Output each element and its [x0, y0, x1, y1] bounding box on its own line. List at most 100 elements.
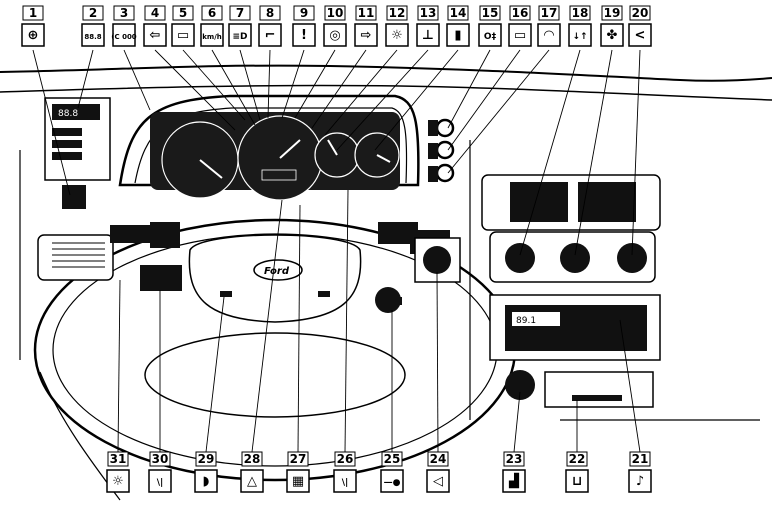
ignition-key-icon: —● — [384, 478, 401, 488]
callout-number: 5 — [179, 6, 187, 20]
callout-9: 9! — [292, 5, 316, 47]
callout-number: 27 — [290, 452, 307, 466]
bottom-callout-row: 31 ☼ 30 \| 29 ◗ 28 △ 27 ▦ 26 \| 25 —● 24 ◁ 23 ▟ 22 ⊔ 21 ♪ — [106, 451, 652, 493]
wiper-switch-icon: \| — [342, 478, 349, 488]
temperature-control-icon: ↓↑ — [572, 32, 587, 42]
callout-15: 15O‡ — [478, 5, 502, 47]
callout-number: 13 — [420, 6, 437, 20]
fuel-pump-icon: ▮ — [454, 28, 461, 43]
heated-windscreen-icon: ◠ — [544, 28, 554, 43]
callout-number: 21 — [632, 452, 649, 466]
callout-5: 5▭ — [171, 5, 195, 47]
callout-29: 29 ◗ — [194, 451, 218, 493]
ashtray-icon: ⊔ — [572, 474, 582, 489]
speedometer-kmh-icon: km/h — [202, 33, 222, 41]
callout-number: 31 — [110, 452, 127, 466]
callout-number: 18 — [572, 6, 589, 20]
fan-icon: ✤ — [607, 28, 618, 43]
hazard-warning-icon: △ — [247, 474, 257, 489]
callout-number: 7 — [236, 6, 244, 20]
horn-icon: ◗ — [203, 474, 210, 489]
callout-4: 4⇦ — [143, 5, 167, 47]
callout-number: 25 — [384, 452, 401, 466]
callout-10: 10 ◎ — [323, 5, 347, 47]
radio-cassette-icon: ♪ — [636, 474, 644, 489]
callout-number: 19 — [604, 6, 621, 20]
callout-14: 14 ▮ — [446, 5, 470, 47]
callout-22: 22 ⊔ — [565, 451, 589, 493]
callout-number: 23 — [506, 452, 523, 466]
callout-number: 1 — [29, 6, 37, 20]
callout-19: 19 ✤ — [600, 5, 624, 47]
callout-25: 25 —● — [380, 451, 404, 493]
callout-number: 4 — [151, 6, 159, 20]
callout-1: 1⊕ — [21, 5, 45, 47]
callout-number: 15 — [482, 6, 499, 20]
callout-24: 24 ◁ — [426, 451, 450, 493]
callout-17: 17 ◠ — [537, 5, 561, 47]
abs-warning-icon: ◎ — [329, 28, 340, 43]
callout-2: 288.8 — [81, 5, 105, 47]
clock-display: 88.8 — [58, 109, 78, 119]
callout-number: 16 — [512, 6, 529, 20]
main-beam-icon: ≡D — [232, 32, 247, 42]
callout-number: 9 — [300, 6, 308, 20]
callout-number: 24 — [430, 452, 447, 466]
callout-23: 23 ▟ — [502, 451, 526, 493]
side-lights-icon: ☼ — [391, 28, 403, 43]
callout-number: 11 — [358, 6, 375, 20]
ford-logo-text: Ford — [264, 266, 290, 277]
oil-pressure-icon: ⌐ — [265, 28, 276, 43]
callout-number: 12 — [389, 6, 406, 20]
callout-13: 13 ⊥ — [416, 5, 440, 47]
callout-30: 30 \| — [148, 451, 172, 493]
callout-20: 20 < — [628, 5, 652, 47]
digital-display-icon: 88.8 — [84, 33, 101, 41]
callout-number: 29 — [198, 452, 215, 466]
callout-number: 17 — [541, 6, 558, 20]
fog-lamp-icon: ⊕ — [28, 28, 39, 43]
callout-number: 30 — [152, 452, 169, 466]
callout-number: 10 — [327, 6, 344, 20]
callout-number: 26 — [337, 452, 354, 466]
callout-number: 20 — [632, 6, 649, 20]
callout-number: 6 — [208, 6, 216, 20]
rear-fog-lamp-icon: O‡ — [484, 32, 497, 42]
rear-screen-heater-icon: ▦ — [292, 474, 304, 489]
service-indicator-icon: (C 000 — [111, 33, 137, 41]
top-callout-row: 1⊕288.83(C 0004⇦5▭6km/h7≡D8⌐9!10◎11⇨12☼1… — [21, 5, 652, 47]
callout-number: 2 — [89, 6, 97, 20]
callout-26: 26 \| — [333, 451, 357, 493]
callout-number: 14 — [450, 6, 467, 20]
callout-18: 18 ↓↑ — [568, 5, 592, 47]
callout-6: 6 km/h — [200, 5, 224, 47]
turn-right-arrow-icon: ⇨ — [361, 28, 372, 43]
wiper-stalk-icon: \| — [157, 478, 164, 488]
callout-11: 11 ⇨ — [354, 5, 378, 47]
turn-left-arrow-icon: ⇦ — [150, 28, 161, 43]
lighting-switch-icon: ☼ — [112, 474, 124, 489]
callout-number: 22 — [569, 452, 586, 466]
mirror-adjust-icon: ◁ — [433, 474, 443, 489]
callout-number: 28 — [244, 452, 261, 466]
battery-icon: ▭ — [177, 28, 189, 43]
radio-frequency-display: 89.1 — [516, 316, 536, 326]
air-distribution-icon: < — [635, 28, 646, 43]
callout-number: 3 — [120, 6, 128, 20]
coolant-temperature-icon: ⊥ — [422, 28, 434, 43]
callout-27: 27 ▦ — [286, 451, 310, 493]
callout-21: 21 ♪ — [628, 451, 652, 493]
callout-31: 31 ☼ — [106, 451, 130, 493]
callout-12: 12 ☼ — [385, 5, 409, 47]
callout-7: 7 ≡D — [228, 5, 252, 47]
callout-8: 8⌐ — [258, 5, 282, 47]
callout-28: 28 △ — [240, 451, 264, 493]
heated-rear-window-icon: ▭ — [514, 28, 526, 43]
callout-3: 3 (C 000 — [111, 5, 137, 47]
brake-warning-icon: ! — [301, 28, 307, 43]
callout-number: 8 — [266, 6, 274, 20]
cigar-lighter-icon: ▟ — [508, 472, 520, 489]
callout-16: 16 ▭ — [508, 5, 532, 47]
